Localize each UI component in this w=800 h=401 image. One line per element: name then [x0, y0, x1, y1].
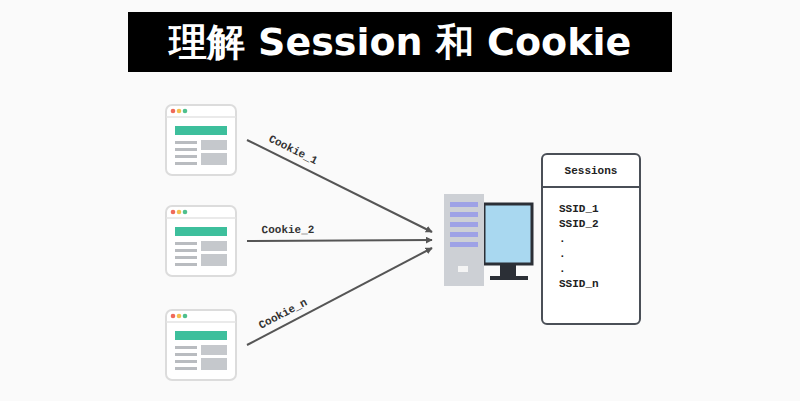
window-dot — [183, 210, 188, 215]
text-line — [175, 263, 197, 266]
browser-icon — [165, 309, 237, 381]
window-bar — [166, 116, 236, 118]
text-line — [175, 353, 197, 356]
header-bar — [175, 227, 227, 236]
text-line — [175, 256, 197, 259]
header-bar — [175, 331, 227, 340]
text-line — [175, 249, 197, 252]
window-frame — [166, 310, 236, 380]
window-bar — [166, 321, 236, 323]
browser-window — [165, 309, 237, 381]
session-list: SSID_1 SSID_2 . . . SSID_n — [543, 188, 619, 300]
title-bar: 理解 Session 和 Cookie — [128, 12, 672, 72]
text-line — [175, 367, 197, 370]
cookie-arrow — [247, 140, 432, 232]
text-line — [175, 141, 197, 144]
monitor-screen — [484, 204, 532, 264]
power-button — [458, 266, 468, 272]
server-tower — [444, 194, 484, 286]
window-dot — [171, 314, 176, 319]
cookie-arrow — [247, 248, 432, 345]
window-dot — [183, 314, 188, 319]
drive-bay — [450, 212, 478, 217]
header-bar — [175, 126, 227, 135]
text-line — [175, 360, 197, 363]
window-dot — [171, 109, 176, 114]
text-line — [175, 155, 197, 158]
browser-window — [165, 205, 237, 277]
monitor-stand — [500, 264, 516, 276]
drive-bay — [450, 202, 478, 207]
text-line — [175, 162, 197, 165]
content-block — [201, 358, 227, 370]
window-bar — [166, 217, 236, 219]
server-icon — [438, 192, 534, 288]
sessions-box: SessionsSSID_1 SSID_2 . . . SSID_n — [541, 153, 641, 325]
text-line — [175, 242, 197, 245]
window-frame — [166, 206, 236, 276]
monitor-base — [490, 276, 528, 280]
drive-bay — [450, 232, 478, 237]
box-heading: Sessions — [543, 155, 639, 188]
cookie-arrow — [247, 240, 432, 241]
window-dot — [171, 210, 176, 215]
browser-icon — [165, 104, 237, 176]
window-dot — [177, 314, 182, 319]
window-dot — [177, 109, 182, 114]
drive-bay — [450, 222, 478, 227]
edge-label: Cookie_1 — [264, 132, 320, 168]
window-dot — [183, 109, 188, 114]
text-line — [175, 148, 197, 151]
text-line — [175, 346, 197, 349]
content-block — [201, 345, 227, 355]
browser-icon — [165, 205, 237, 277]
content-block — [201, 140, 227, 150]
content-block — [201, 241, 227, 251]
content-block — [201, 153, 227, 165]
edge-label: Cookie_n — [255, 295, 311, 332]
browser-window — [165, 104, 237, 176]
edge-label: Cookie_2 — [259, 224, 316, 236]
window-dot — [177, 210, 182, 215]
window-frame — [166, 105, 236, 175]
content-block — [201, 254, 227, 266]
server-computer — [438, 192, 534, 288]
drive-bay — [450, 242, 478, 247]
